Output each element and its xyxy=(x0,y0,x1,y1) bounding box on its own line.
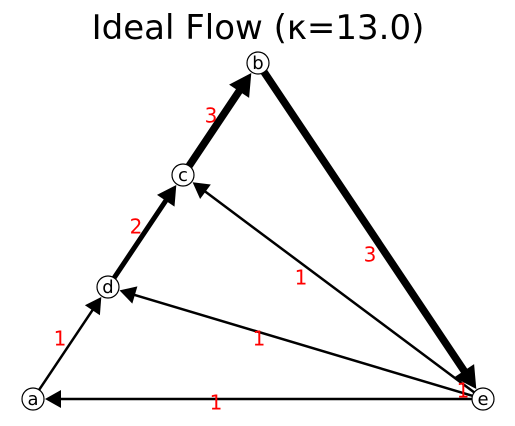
node-label: d xyxy=(102,277,113,298)
node-circle xyxy=(96,275,120,299)
edge-label-e-d: 1 xyxy=(253,327,266,351)
node-c: c xyxy=(171,163,195,187)
edge-arrowhead xyxy=(119,286,138,304)
edge-b-e xyxy=(261,70,477,389)
edge-d-c xyxy=(112,185,177,280)
node-circle xyxy=(246,51,270,75)
edge-e-c xyxy=(192,182,475,394)
node-circle xyxy=(21,387,45,411)
node-b: b xyxy=(246,51,270,75)
node-circle xyxy=(471,387,495,411)
edge-label-e-e: 1 xyxy=(457,379,470,403)
node-circle xyxy=(171,163,195,187)
edge-label-d-c: 2 xyxy=(130,215,143,239)
edge-line xyxy=(132,293,473,398)
edges-layer xyxy=(38,70,477,408)
edge-arrowhead xyxy=(45,390,61,408)
node-label: e xyxy=(477,389,488,410)
edge-arrowhead xyxy=(157,185,177,207)
edge-line xyxy=(112,197,169,280)
edge-label-b-e: 3 xyxy=(364,243,377,267)
nodes-layer: a b c d e xyxy=(21,51,495,411)
edge-line xyxy=(186,87,244,168)
edge-label-e-c: 1 xyxy=(295,266,308,290)
edge-label-a-d: 1 xyxy=(54,327,67,351)
node-label: a xyxy=(27,389,38,410)
node-e: e xyxy=(471,387,495,411)
diagram-title: Ideal Flow (κ=13.0) xyxy=(92,8,425,48)
node-label: c xyxy=(178,165,188,186)
edge-arrowhead xyxy=(84,297,102,316)
edge-e-d xyxy=(119,286,473,398)
node-label: b xyxy=(252,53,263,74)
edge-line xyxy=(203,189,475,394)
edge-arrowhead xyxy=(229,73,252,98)
edge-line xyxy=(261,70,469,375)
edge-arrowhead xyxy=(454,364,477,389)
edge-label-c-b: 3 xyxy=(205,104,218,128)
edge-line xyxy=(38,307,95,391)
edge-label-e-a: 1 xyxy=(210,391,223,415)
node-a: a xyxy=(21,387,45,411)
edge-e-a xyxy=(45,390,472,408)
node-d: d xyxy=(96,275,120,299)
edge-c-b xyxy=(186,73,252,168)
edge-a-d xyxy=(38,297,102,391)
edge-arrowhead xyxy=(192,182,211,199)
edge-labels-layer: 1 1 2 3 3 1 1 1 xyxy=(54,104,470,415)
